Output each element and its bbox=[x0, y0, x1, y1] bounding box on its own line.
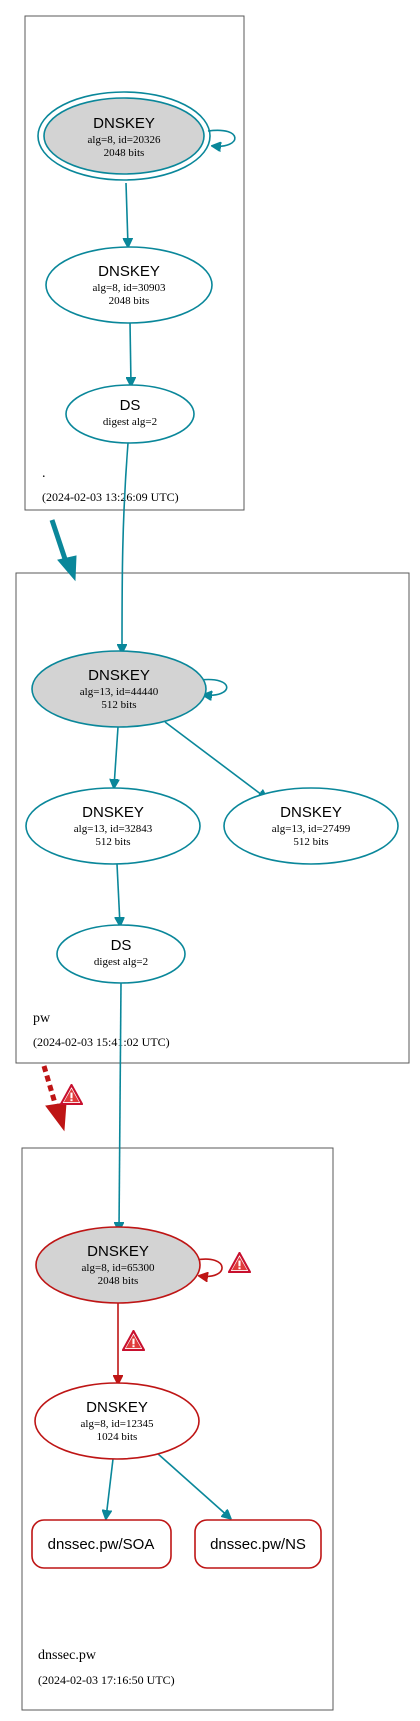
node-root-ksk-shape bbox=[43, 97, 205, 175]
node-pw-key2-line2: 512 bits bbox=[293, 836, 328, 848]
node-root-ds[interactable]: DS digest alg=2 bbox=[65, 384, 195, 444]
node-pw-zsk-line2: 512 bits bbox=[95, 836, 130, 848]
node-dnssec-zsk-line2: 1024 bits bbox=[97, 1431, 138, 1443]
zone-root-time: (2024-02-03 13:26:09 UTC) bbox=[42, 490, 179, 504]
node-pw-key2-line1: alg=13, id=27499 bbox=[272, 823, 351, 835]
zone-dnssec-name: dnssec.pw bbox=[38, 1648, 97, 1663]
edge-pw-ds-to-dnssec-ksk bbox=[119, 982, 121, 1230]
node-pw-ds-shape bbox=[56, 924, 186, 984]
node-root-ds-line1: digest alg=2 bbox=[103, 416, 157, 428]
node-root-zsk[interactable]: DNSKEY alg=8, id=30903 2048 bits bbox=[45, 246, 213, 324]
edge-pw-zsk-to-ds bbox=[117, 863, 120, 925]
edge-dnssec-zsk-to-ns bbox=[156, 1452, 230, 1518]
node-pw-ksk[interactable]: DNSKEY alg=13, id=44440 512 bits bbox=[31, 650, 207, 728]
node-dnssec-ns-shape bbox=[194, 1519, 322, 1569]
node-pw-zsk[interactable]: DNSKEY alg=13, id=32843 512 bits bbox=[25, 787, 201, 865]
node-root-ksk-title: DNSKEY bbox=[93, 115, 155, 132]
node-pw-key2-shape bbox=[223, 787, 399, 865]
node-dnssec-ksk[interactable]: DNSKEY alg=8, id=65300 2048 bits bbox=[35, 1226, 201, 1304]
node-pw-zsk-shape bbox=[25, 787, 201, 865]
warning-triangle-icon[interactable] bbox=[60, 1084, 83, 1105]
node-root-zsk-line2: 2048 bits bbox=[109, 295, 150, 307]
node-dnssec-ns-label: dnssec.pw/NS bbox=[210, 1536, 306, 1553]
node-dnssec-ksk-shape bbox=[35, 1226, 201, 1304]
zone-root-name: . bbox=[42, 466, 46, 481]
edge-root-ds-to-pw-ksk bbox=[122, 442, 129, 652]
node-root-zsk-shape bbox=[45, 246, 213, 324]
delegation-root-pw-line bbox=[49, 519, 69, 563]
node-root-ksk-outer-ring bbox=[37, 91, 211, 181]
node-pw-zsk-title: DNSKEY bbox=[82, 804, 144, 821]
node-dnssec-zsk[interactable]: DNSKEY alg=8, id=12345 1024 bits bbox=[34, 1382, 200, 1460]
node-dnssec-ksk-line2: 2048 bits bbox=[98, 1275, 139, 1287]
node-dnssec-ns[interactable]: dnssec.pw/NS bbox=[194, 1519, 322, 1569]
node-root-zsk-line1: alg=8, id=30903 bbox=[93, 282, 166, 294]
edge-dnssec-zsk-to-soa bbox=[106, 1458, 114, 1518]
delegation-root-pw-arrow bbox=[57, 555, 77, 582]
node-root-ksk[interactable]: DNSKEY alg=8, id=20326 2048 bits bbox=[37, 91, 211, 181]
edge-root-zsk-to-ds bbox=[130, 321, 131, 385]
node-pw-ds-line1: digest alg=2 bbox=[94, 956, 148, 968]
node-dnssec-soa-shape bbox=[31, 1519, 172, 1569]
node-pw-ksk-title: DNSKEY bbox=[88, 667, 150, 684]
node-dnssec-zsk-title: DNSKEY bbox=[86, 1399, 148, 1416]
zone-pw-name: pw bbox=[33, 1011, 51, 1026]
node-pw-ksk-shape bbox=[31, 650, 207, 728]
node-pw-key2-title: DNSKEY bbox=[280, 804, 342, 821]
node-pw-key2[interactable]: DNSKEY alg=13, id=27499 512 bits bbox=[223, 787, 399, 865]
node-root-ksk-line2: 2048 bits bbox=[104, 147, 145, 159]
edge-pw-ksk-to-zsk bbox=[114, 726, 118, 787]
delegation-pw-dnssec-arrow bbox=[45, 1102, 67, 1132]
node-pw-ksk-line1: alg=13, id=44440 bbox=[80, 686, 159, 698]
edges bbox=[41, 129, 266, 1518]
node-pw-zsk-line1: alg=13, id=32843 bbox=[74, 823, 153, 835]
node-dnssec-zsk-shape bbox=[34, 1382, 200, 1460]
zone-dnssec-time: (2024-02-03 17:16:50 UTC) bbox=[38, 1673, 175, 1687]
node-pw-ds[interactable]: DS digest alg=2 bbox=[56, 924, 186, 984]
zone-pw-time: (2024-02-03 15:41:02 UTC) bbox=[33, 1035, 170, 1049]
node-dnssec-soa[interactable]: dnssec.pw/SOA bbox=[31, 1519, 172, 1569]
node-dnssec-zsk-line1: alg=8, id=12345 bbox=[81, 1418, 154, 1430]
node-pw-ds-title: DS bbox=[111, 937, 132, 954]
node-root-ds-title: DS bbox=[120, 397, 141, 414]
node-dnssec-soa-label: dnssec.pw/SOA bbox=[48, 1536, 155, 1553]
node-dnssec-ksk-title: DNSKEY bbox=[87, 1243, 149, 1260]
edge-pw-ksk-to-key2 bbox=[164, 721, 266, 798]
node-root-ksk-line1: alg=8, id=20326 bbox=[88, 134, 161, 146]
node-root-ds-shape bbox=[65, 384, 195, 444]
edge-root-ksk-to-zsk bbox=[126, 182, 128, 246]
edge-root-ksk-self bbox=[207, 129, 236, 146]
edge-dnssec-ksk-self bbox=[195, 1258, 223, 1276]
edge-pw-ksk-self bbox=[199, 678, 228, 696]
node-root-zsk-title: DNSKEY bbox=[98, 263, 160, 280]
node-dnssec-ksk-line1: alg=8, id=65300 bbox=[82, 1262, 155, 1274]
node-pw-ksk-line2: 512 bits bbox=[101, 699, 136, 711]
delegation-pw-dnssec-line bbox=[41, 1065, 60, 1111]
